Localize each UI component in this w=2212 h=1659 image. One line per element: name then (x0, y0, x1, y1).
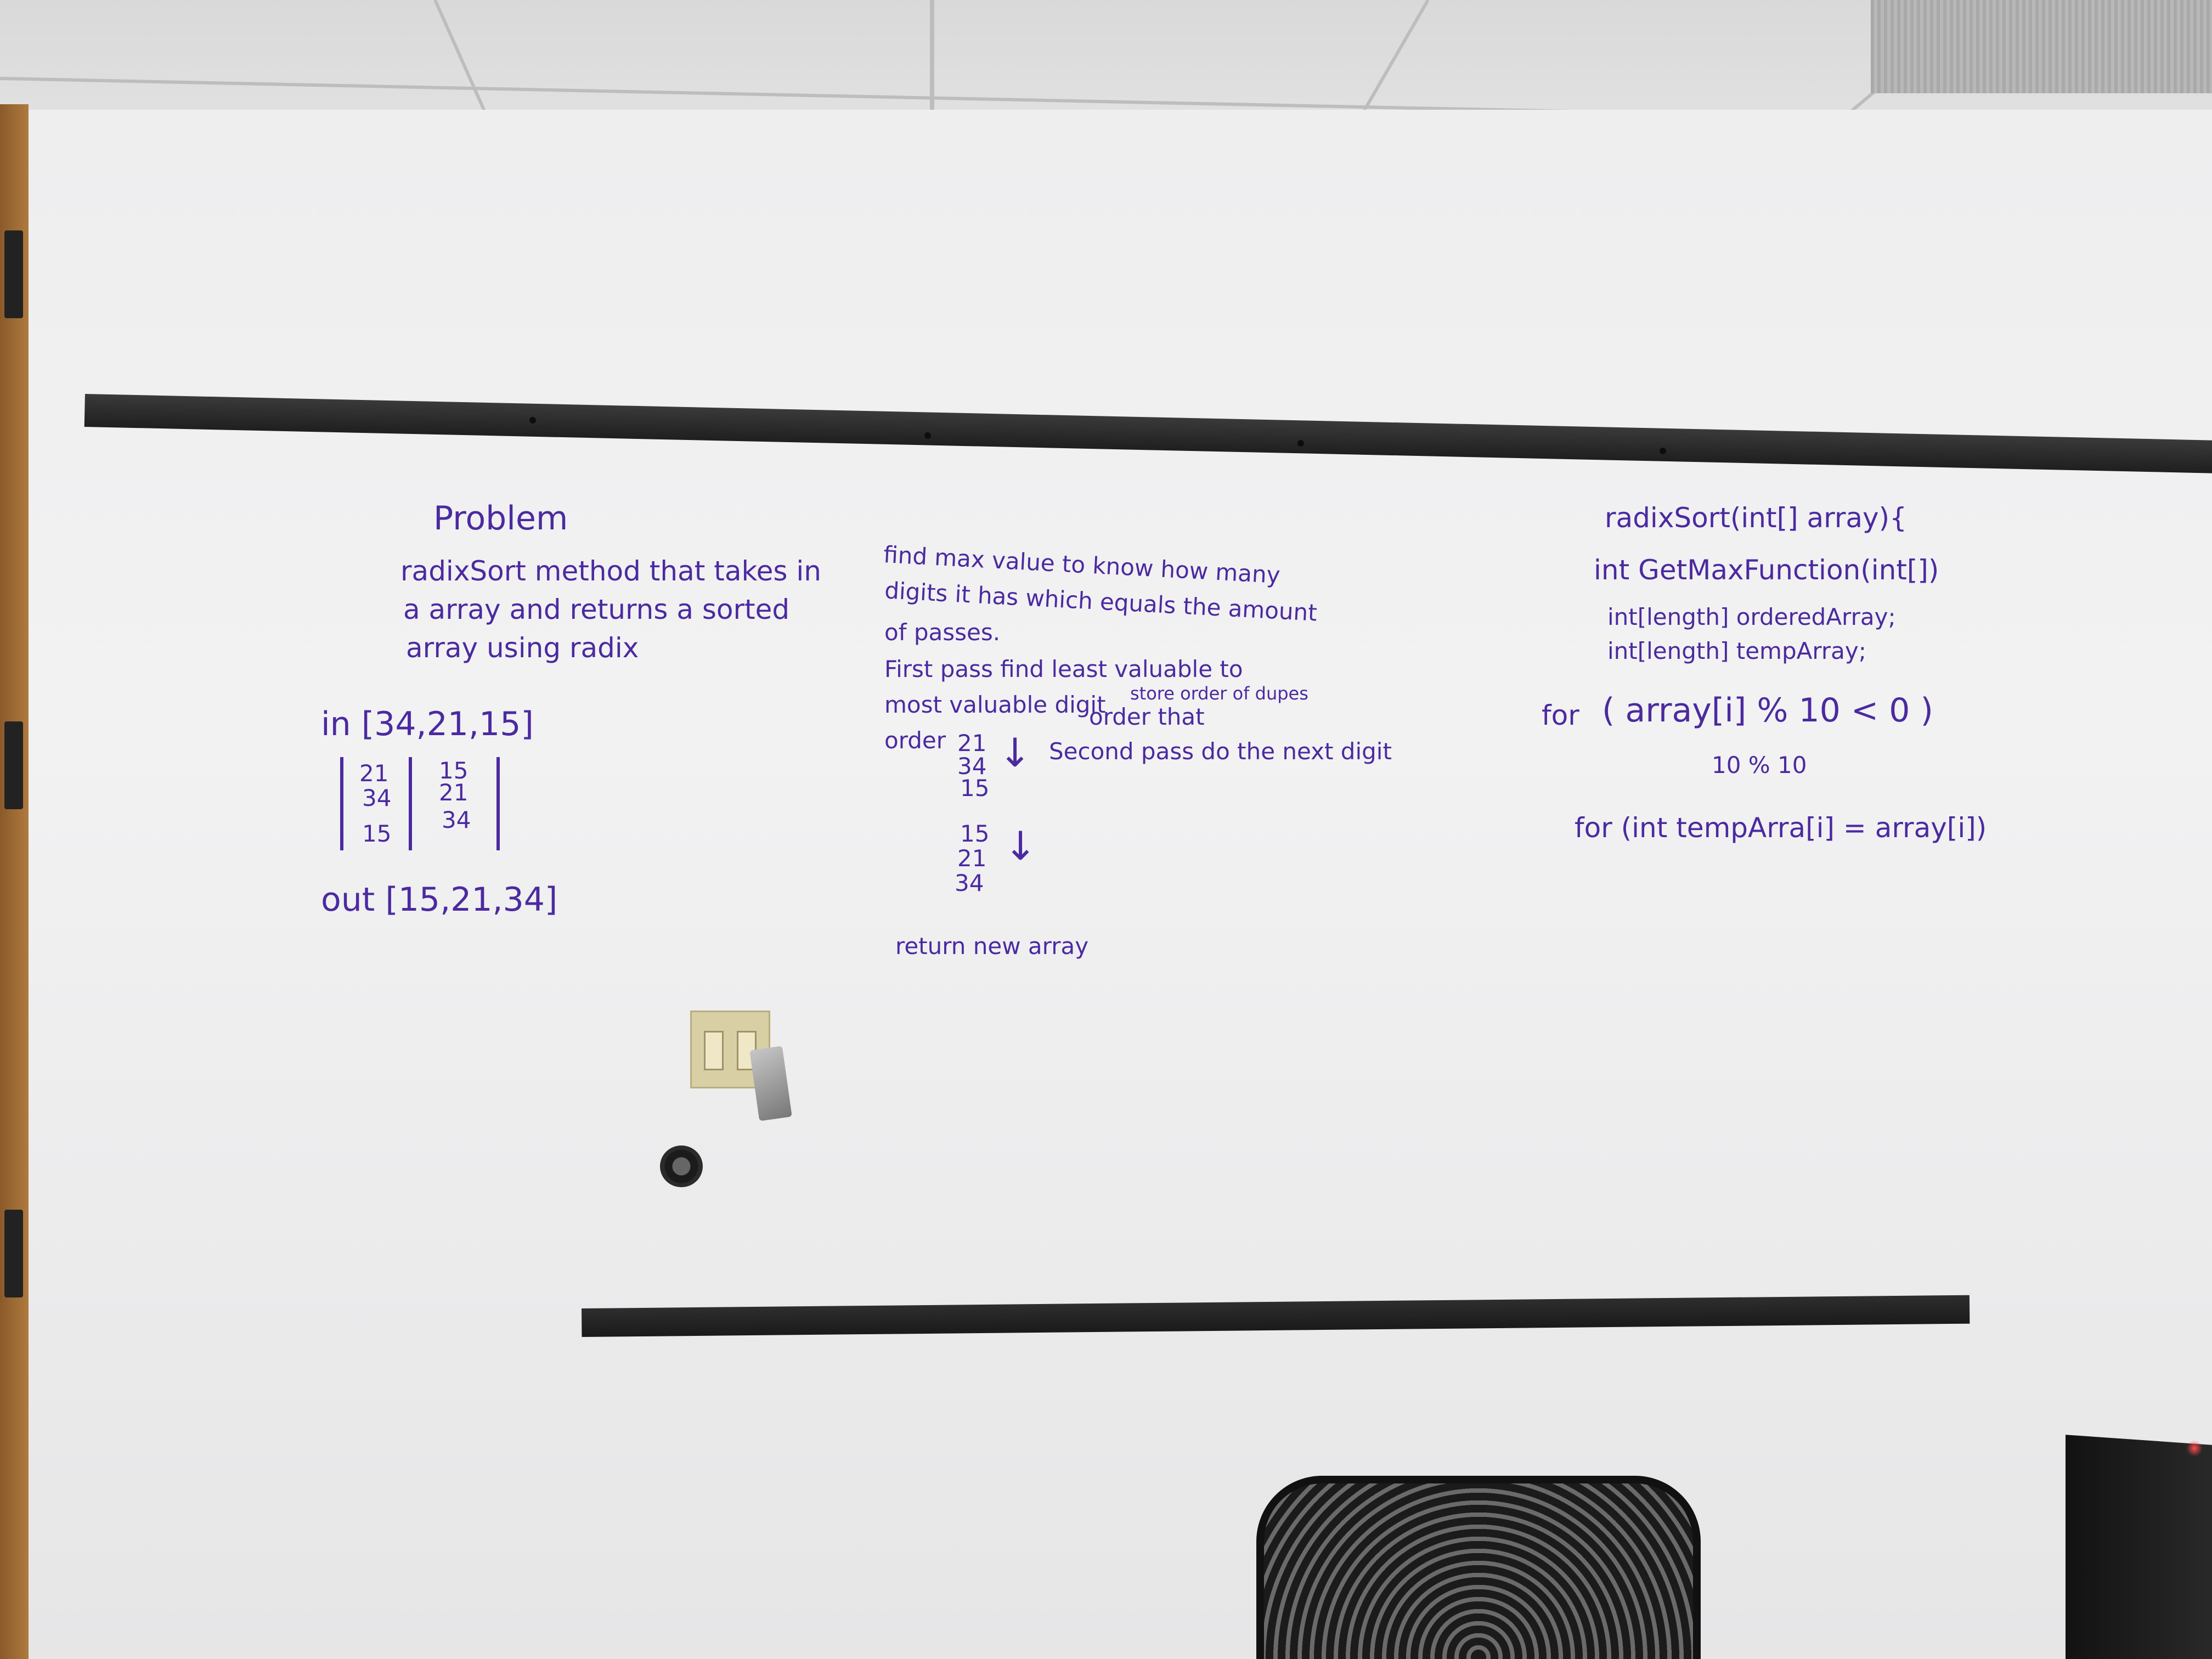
light-switch[interactable] (704, 1031, 724, 1070)
pass1-digits: 21 (957, 730, 987, 757)
column-divider (340, 757, 343, 850)
algorithm-note: Second pass do the next digit (1049, 738, 1392, 765)
problem-desc-line: array using radix (406, 632, 639, 664)
problem-title: Problem (433, 499, 568, 538)
return-note: return new array (895, 933, 1089, 960)
code-line: for (int tempArra[i] = array[i]) (1575, 812, 1987, 844)
code-line: int[length] orderedArray; (1607, 603, 1896, 630)
rail-screw (924, 432, 931, 439)
code-line: int GetMaxFunction(int[]) (1594, 554, 1939, 586)
pass2-digits: 15 (960, 820, 990, 847)
algorithm-aside: store order of dupes (1130, 683, 1308, 704)
pass2-digits: 21 (957, 845, 987, 872)
ceiling-vent (1871, 0, 2212, 93)
algorithm-note: order (884, 727, 946, 754)
code-line: ( array[i] % 10 < 0 ) (1602, 691, 1933, 730)
pass2-value: 15 (439, 757, 469, 784)
monitor-light (2186, 1440, 2203, 1457)
pass1-digits: 34 (957, 753, 987, 780)
algorithm-note: most valuable digit (884, 691, 1106, 718)
pass2-value: 34 (442, 806, 471, 833)
algorithm-aside: order that (1089, 703, 1205, 730)
rail-screw (1297, 440, 1304, 447)
pass2-digits: 34 (955, 870, 984, 896)
algorithm-note: First pass find least valuable to (884, 656, 1243, 682)
down-arrow-icon: ↓ (998, 730, 1032, 776)
pass1-digits: 15 (960, 775, 990, 802)
problem-desc-line: radixSort method that takes in (400, 555, 821, 587)
door-hinge (4, 721, 23, 809)
wall-port (660, 1146, 703, 1187)
column-divider (496, 757, 500, 850)
input-array: in [34,21,15] (321, 705, 534, 743)
code-line: int[length] tempArray; (1607, 637, 1866, 664)
pass1-value: 34 (362, 785, 392, 811)
code-signature: radixSort(int[] array){ (1605, 502, 1907, 534)
pass1-value: 21 (359, 760, 389, 787)
code-line: 10 % 10 (1712, 752, 1807, 778)
problem-desc-line: a array and returns a sorted (403, 594, 790, 625)
rail-screw (529, 417, 536, 424)
office-chair (1256, 1476, 1701, 1659)
door-hinge (4, 1210, 23, 1297)
door-frame (0, 104, 29, 1659)
code-keyword: for (1542, 699, 1579, 731)
computer-monitor (2066, 1435, 2212, 1659)
whiteboard-wall (0, 110, 2212, 1659)
pass2-value: 21 (439, 779, 469, 806)
down-arrow-icon: ↓ (1004, 823, 1037, 869)
column-divider (409, 757, 412, 850)
algorithm-note: of passes. (884, 619, 1001, 646)
output-array: out [15,21,34] (321, 881, 558, 919)
pass1-value: 15 (362, 820, 392, 847)
door-hinge (4, 230, 23, 318)
rail-screw (1660, 448, 1666, 454)
